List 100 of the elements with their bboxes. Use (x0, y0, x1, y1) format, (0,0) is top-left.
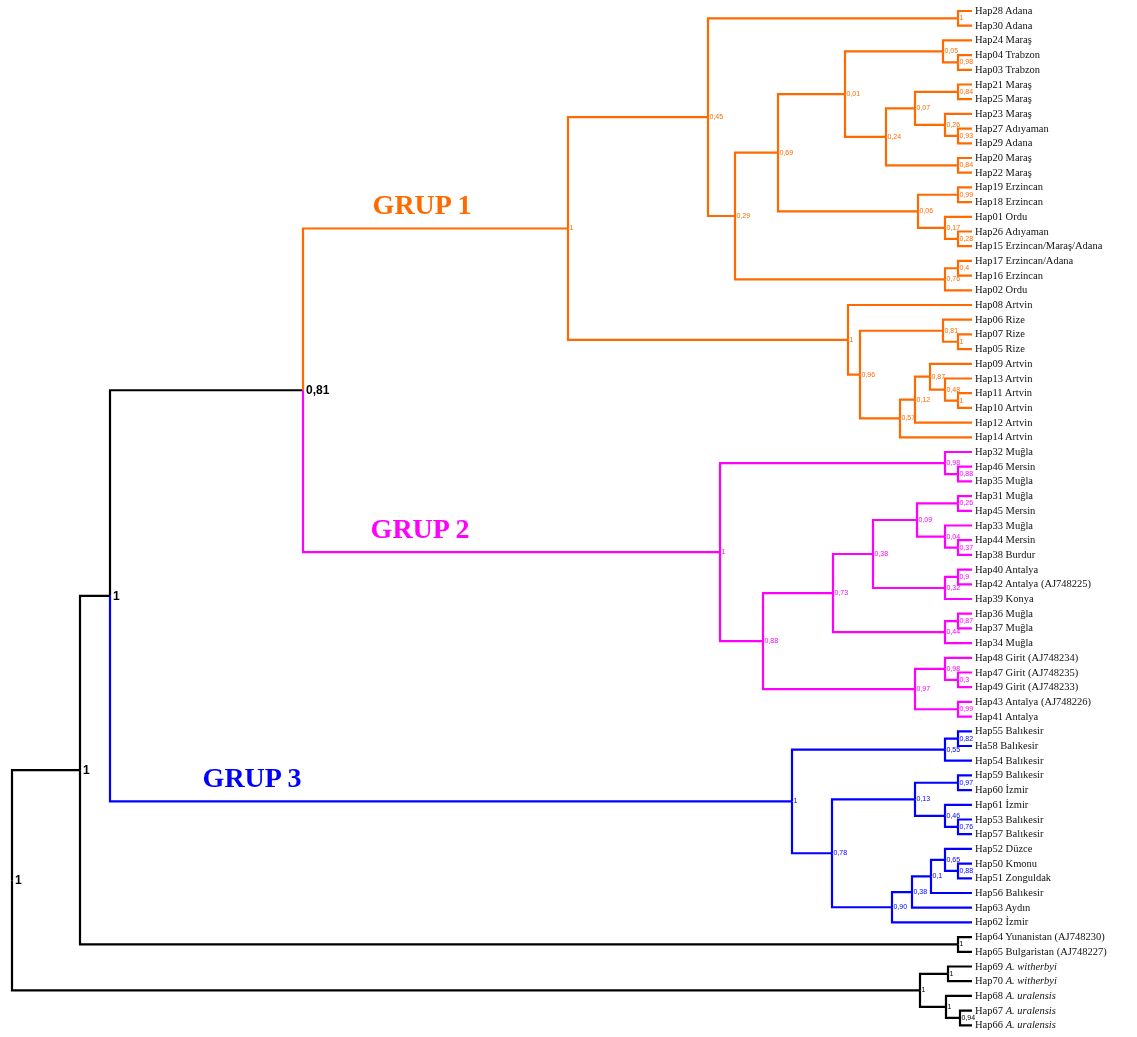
tree-branch (943, 588, 972, 601)
taxon-label: Hap11 Artvin (975, 387, 1033, 400)
tree-branch (943, 656, 972, 669)
tree-branch (706, 17, 958, 118)
tree-branch (944, 1006, 960, 1020)
support-value: 1 (15, 873, 22, 887)
taxon-label: Hap49 Girit (AJ748233) (975, 681, 1079, 694)
tree-branch (929, 858, 945, 877)
tree-branch (941, 318, 972, 331)
taxon-label: Hap02 Ordu (975, 284, 1028, 297)
tree-branch (956, 135, 972, 145)
taxon-label: Hap06 Rize (975, 313, 1025, 326)
tree-branch (943, 124, 958, 138)
taxon-label: Hap20 Maraş (975, 152, 1032, 164)
tree-branch (956, 576, 972, 586)
tree-branch (831, 593, 945, 634)
tree-branch (918, 990, 946, 1009)
tree-branch (956, 91, 972, 101)
taxon-label: Hap70 A. witherbyi (975, 975, 1057, 988)
tree-branch (913, 667, 945, 690)
taxon-label: Hap67 A. uralensis (975, 1004, 1056, 1017)
tree-branch (846, 339, 860, 376)
tree-branch (958, 1009, 972, 1018)
tree-branch (956, 83, 972, 92)
tree-branch (943, 859, 958, 873)
taxon-label: Hap17 Erzincan/Adana (975, 254, 1074, 267)
taxon-label: Hap40 Antalya (975, 563, 1039, 576)
taxon-label: Hap35 Muğla (975, 475, 1034, 488)
tree-branch (846, 303, 972, 340)
tree-branch (941, 39, 972, 52)
tree-branch (956, 738, 972, 748)
tree-branch (913, 799, 945, 817)
tree-branch (956, 730, 972, 739)
taxon-label: Hap39 Konya (975, 593, 1034, 605)
taxon-label: Hap30 Adana (975, 19, 1033, 32)
tree-branch (956, 671, 972, 680)
tree-branch (871, 518, 917, 554)
tree-branch (956, 186, 972, 195)
taxon-label: Hap38 Burdur (975, 548, 1036, 561)
taxon-label: Hap31 Muğla (975, 490, 1034, 503)
taxon-label: Hap42 Antalya (AJ748225) (975, 578, 1092, 591)
tree-branch (871, 554, 945, 590)
tree-branch (915, 520, 945, 538)
tree-branch (956, 782, 972, 792)
tree-branch (913, 399, 972, 424)
taxon-label: Hap34 Muğla (975, 637, 1034, 650)
tree-branch (956, 392, 972, 401)
tree-branch (943, 450, 972, 464)
tree-branch (956, 944, 972, 953)
tree-branch (956, 230, 972, 239)
tree-branch (956, 621, 972, 630)
taxon-label: Hap54 Balıkesir (975, 754, 1044, 767)
tree-branch (943, 575, 958, 588)
tree-branch (831, 552, 873, 594)
tree-branch (776, 152, 918, 213)
tree-branch (718, 461, 945, 553)
taxon-label: Hap56 Balıkesir (975, 887, 1044, 899)
tree-branch (915, 502, 958, 520)
tree-branch (858, 329, 943, 375)
taxon-label: Hap22 Maraş (975, 166, 1032, 179)
tree-branch (956, 503, 972, 512)
tree-branch (956, 679, 972, 689)
taxon-label: Hap62 İzmir (975, 916, 1029, 929)
tree-branch (890, 907, 972, 924)
tree-branch (928, 376, 945, 391)
tree-branch (916, 211, 945, 229)
taxon-label: Hap13 Artvin (975, 372, 1033, 385)
tree-branch (830, 853, 892, 909)
tree-branch (566, 228, 848, 341)
taxon-label: Hap10 Artvin (975, 401, 1033, 414)
taxon-label: Hap63 Aydın (975, 901, 1031, 914)
taxon-label: Ha58 Balıkesir (975, 740, 1039, 752)
tree-branch (761, 591, 833, 642)
taxon-label: Hap12 Artvin (975, 416, 1033, 429)
tree-branch (956, 400, 972, 409)
taxon-label: Hap66 A. uralensis (975, 1019, 1056, 1032)
tree-branch (956, 862, 972, 871)
tree-branch (956, 774, 972, 783)
tree-branch (946, 965, 972, 974)
tree-branch (913, 108, 945, 126)
tree-branch (956, 9, 972, 19)
taxon-label: Hap15 Erzincan/Maraş/Adana (975, 240, 1103, 253)
tree-branch (890, 891, 912, 908)
tree-branch (944, 994, 972, 1007)
taxon-label: Hap08 Artvin (975, 299, 1033, 311)
tree-branch (956, 547, 972, 556)
taxon-label: Hap24 Maraş (975, 34, 1032, 47)
tree-branch (956, 818, 972, 827)
support-value: 1 (113, 589, 120, 603)
tree-branch (928, 362, 972, 377)
tree-branch (956, 165, 972, 174)
taxon-label: Hap29 Adana (975, 137, 1033, 150)
support-value: 1 (83, 763, 90, 777)
tree-branch (956, 268, 972, 277)
taxon-label: Hap64 Yunanistan (AJ748230) (975, 931, 1105, 944)
taxon-label: Hap52 Düzce (975, 842, 1033, 855)
tree-branch (943, 803, 972, 816)
tree-branch (108, 389, 303, 596)
taxon-label: Hap18 Erzincan (975, 196, 1043, 209)
taxon-label: Hap60 İzmir (975, 784, 1029, 797)
